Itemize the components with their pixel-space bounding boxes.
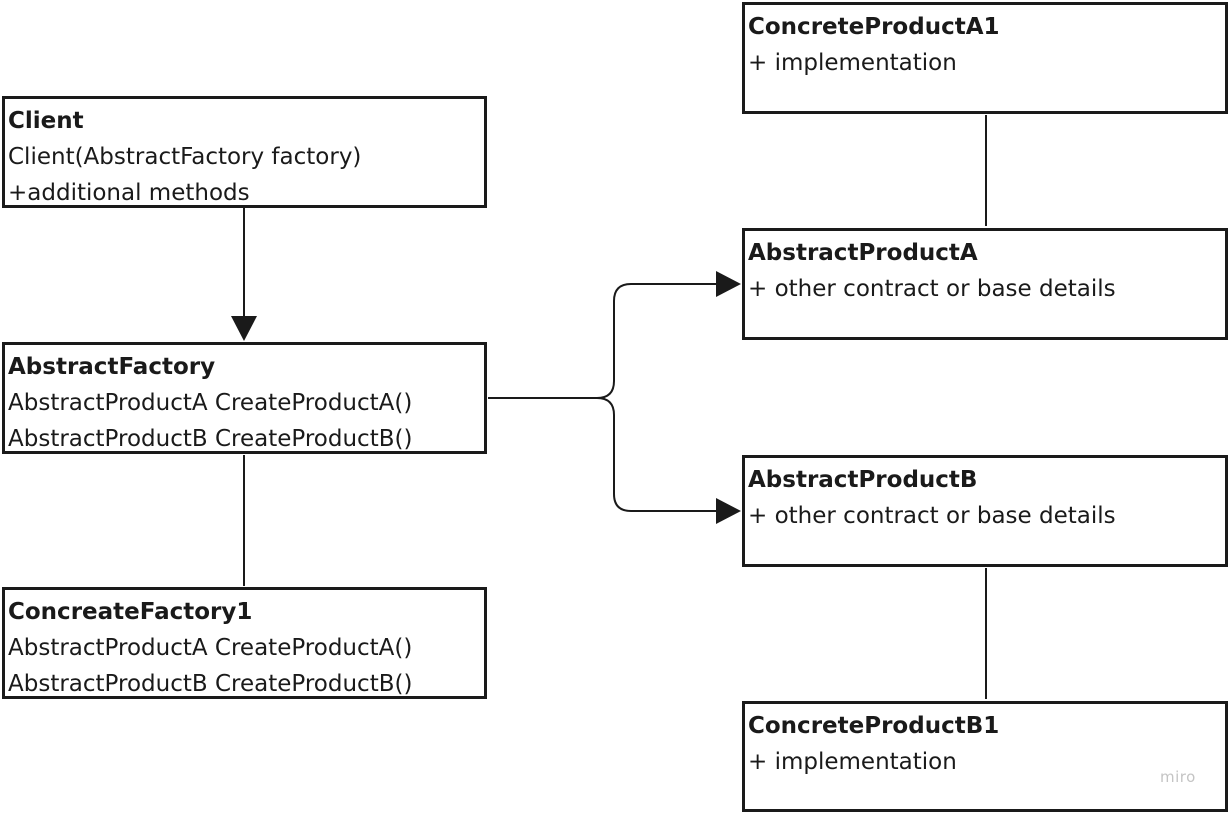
class-member: AbstractProductA CreateProductA() [8,635,413,661]
class-member: +additional methods [8,180,250,206]
miro-watermark: miro [1160,768,1196,786]
class-title: AbstractFactory [8,354,216,380]
class-member: + implementation [748,749,957,775]
class-title: AbstractProductA [748,240,978,266]
class-member: + other contract or base details [748,503,1116,529]
class-member: AbstractProductB CreateProductB() [8,671,413,697]
class-member: + other contract or base details [748,276,1116,302]
class-title: ConcreateFactory1 [8,599,253,625]
class-member: Client(AbstractFactory factory) [8,144,362,170]
class-title: ConcreteProductB1 [748,713,1000,739]
class-title: Client [8,108,84,134]
abstract-product-a-class-box[interactable]: AbstractProductA + other contract or bas… [742,228,1228,340]
factory-to-product-b-connector [596,397,718,512]
factory-to-product-a-connector [488,283,718,399]
abstract-product-b-class-box[interactable]: AbstractProductB + other contract or bas… [742,455,1228,567]
product-a-arrowhead [716,271,741,297]
client-to-factory-arrowhead [231,316,257,341]
product-b-arrowhead [716,498,741,524]
concrete-product-a1-class-box[interactable]: ConcreteProductA1 + implementation [742,2,1228,114]
class-member: + implementation [748,50,957,76]
abstract-factory-class-box[interactable]: AbstractFactory AbstractProductA CreateP… [2,342,487,454]
class-title: AbstractProductB [748,467,978,493]
concreate-factory1-class-box[interactable]: ConcreateFactory1 AbstractProductA Creat… [2,587,487,699]
class-member: AbstractProductB CreateProductB() [8,426,413,452]
concrete-product-b1-class-box[interactable]: ConcreteProductB1 + implementation [742,701,1228,812]
class-member: AbstractProductA CreateProductA() [8,390,413,416]
client-class-box[interactable]: Client Client(AbstractFactory factory) +… [2,96,487,208]
class-title: ConcreteProductA1 [748,14,1000,40]
